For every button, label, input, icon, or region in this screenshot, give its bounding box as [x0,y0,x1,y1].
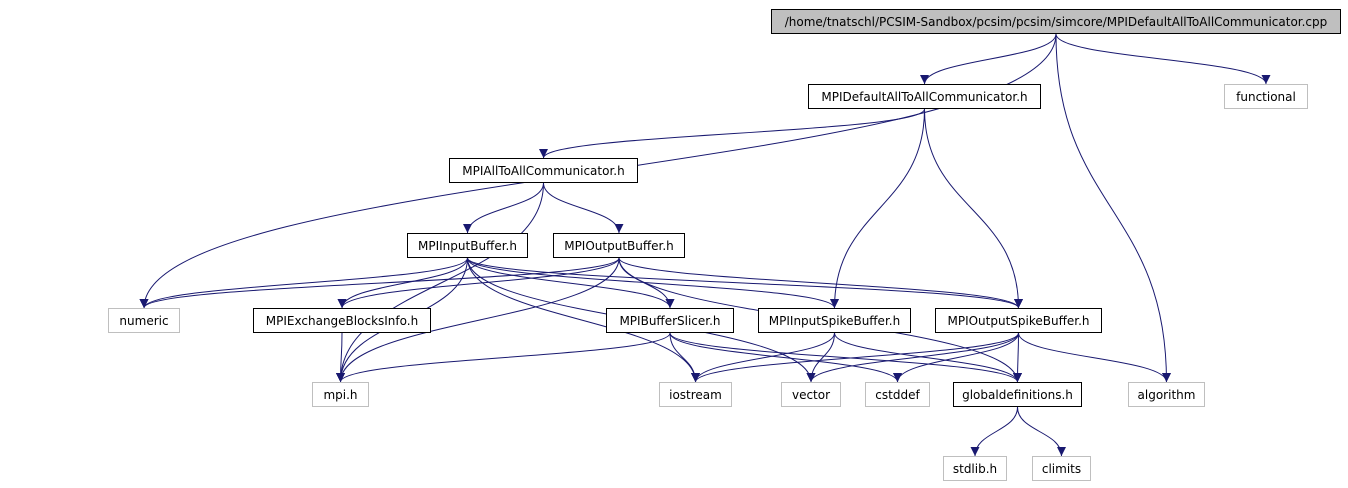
node-mpi-alltoall-communicator-h[interactable]: MPIAllToAllCommunicator.h [449,158,638,183]
edge-output_spike_h-to-algorithm [1018,332,1171,383]
edge-default_comm_h-to-output_spike_h [924,108,1023,309]
node-global-definitions-h[interactable]: globaldefinitions.h [953,382,1082,407]
edge-output_buffer_h-to-output_spike_h [618,257,1023,309]
edge-input_buffer_h-to-iostream [467,257,700,383]
edge-alltoall_h-to-input_buffer_h [463,182,544,234]
edge-input_spike_h-to-globaldefs_h [834,332,1022,383]
edge-buffer_slicer_h-to-cstddef [669,332,902,383]
edge-output_spike_h-to-vector [806,332,1019,383]
root-file-node: /home/tnatschl/PCSIM-Sandbox/pcsim/pcsim… [771,9,1341,34]
node-mpi-default-alltoall-communicator-h[interactable]: MPIDefaultAllToAllCommunicator.h [808,84,1041,109]
node-algorithm: algorithm [1128,382,1205,407]
node-numeric: numeric [108,308,180,333]
node-mpi-output-buffer-h[interactable]: MPIOutputBuffer.h [553,233,685,258]
edge-output_spike_h-to-cstddef [893,332,1019,383]
node-functional: functional [1224,84,1308,109]
node-mpi-h: mpi.h [312,382,369,407]
edge-output_spike_h-to-globaldefs_h [1013,332,1023,383]
edge-output_spike_h-to-iostream [691,332,1019,383]
edge-input_spike_h-to-iostream [691,332,835,383]
edge-buffer_slicer_h-to-mpi_h [336,332,671,383]
node-mpi-input-buffer-h[interactable]: MPIInputBuffer.h [407,233,528,258]
edge-root-to-default_comm_h [920,33,1057,85]
edge-output_buffer_h-to-exchange_blocks_h [337,257,620,309]
node-iostream: iostream [659,382,732,407]
edge-input_buffer_h-to-numeric [139,257,468,309]
edge-globaldefs_h-to-stdlib_h [970,406,1018,457]
node-mpi-output-spike-buffer-h[interactable]: MPIOutputSpikeBuffer.h [935,308,1102,333]
edge-alltoall_h-to-output_buffer_h [543,182,624,234]
edge-root-to-algorithm [1055,33,1171,383]
node-mpi-exchange-blocks-info-h[interactable]: MPIExchangeBlocksInfo.h [253,308,431,333]
node-vector: vector [781,382,841,407]
edge-output_buffer_h-to-numeric [139,257,620,309]
node-mpi-buffer-slicer-h[interactable]: MPIBufferSlicer.h [606,308,734,333]
edge-globaldefs_h-to-climits [1017,406,1066,457]
edge-input_buffer_h-to-input_spike_h [467,257,839,309]
edge-alltoall_h-to-mpi_h [336,182,544,383]
node-cstddef: cstddef [865,382,930,407]
edge-input_buffer_h-to-exchange_blocks_h [337,257,468,309]
edge-output_buffer_h-to-mpi_h [336,257,620,383]
edge-input_buffer_h-to-output_spike_h [467,257,1023,309]
edge-default_comm_h-to-alltoall_h [539,108,925,159]
edge-default_comm_h-to-input_spike_h [830,108,925,309]
node-climits: climits [1032,456,1091,481]
node-mpi-input-spike-buffer-h[interactable]: MPIInputSpikeBuffer.h [758,308,911,333]
edge-buffer_slicer_h-to-globaldefs_h [669,332,1022,383]
node-stdlib-h: stdlib.h [943,456,1007,481]
edge-input_buffer_h-to-buffer_slicer_h [467,257,675,309]
edge-root-to-functional [1055,33,1271,85]
